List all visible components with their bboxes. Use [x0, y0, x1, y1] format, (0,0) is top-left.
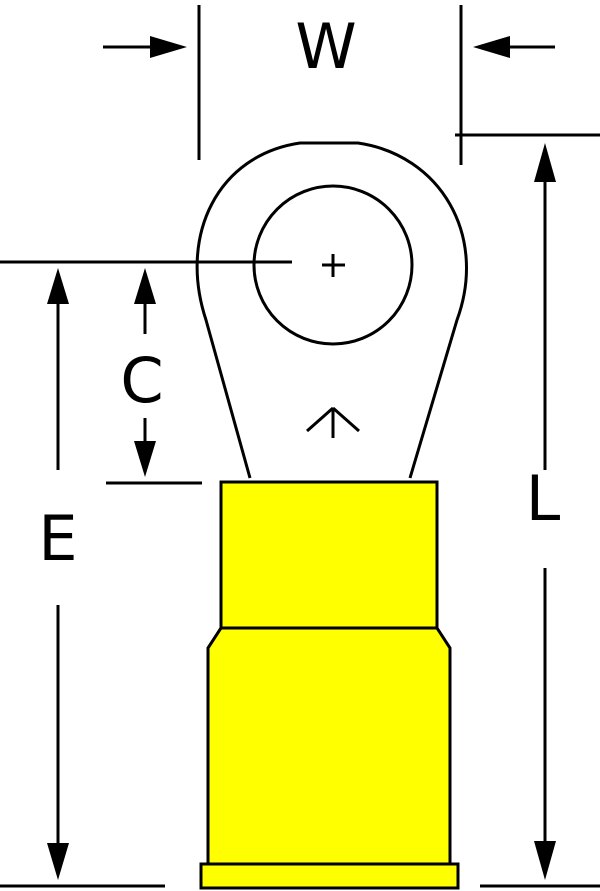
center-dimension: C [106, 268, 202, 485]
length-label: L [526, 462, 561, 535]
insulation-collar [199, 862, 460, 890]
stud-hole [252, 184, 414, 346]
insulation-sleeve-lower [206, 626, 452, 868]
center-mark [322, 254, 345, 277]
width-label: W [295, 10, 356, 83]
edge-label: E [38, 502, 77, 575]
edge-dimension: E [0, 268, 165, 888]
length-dimension: L [455, 133, 600, 888]
width-dimension: W [103, 5, 555, 165]
tongue-direction-icon [306, 406, 360, 438]
terminal-tongue-outline [195, 141, 468, 479]
insulation-sleeve-upper [219, 480, 439, 630]
center-label: C [120, 344, 163, 417]
